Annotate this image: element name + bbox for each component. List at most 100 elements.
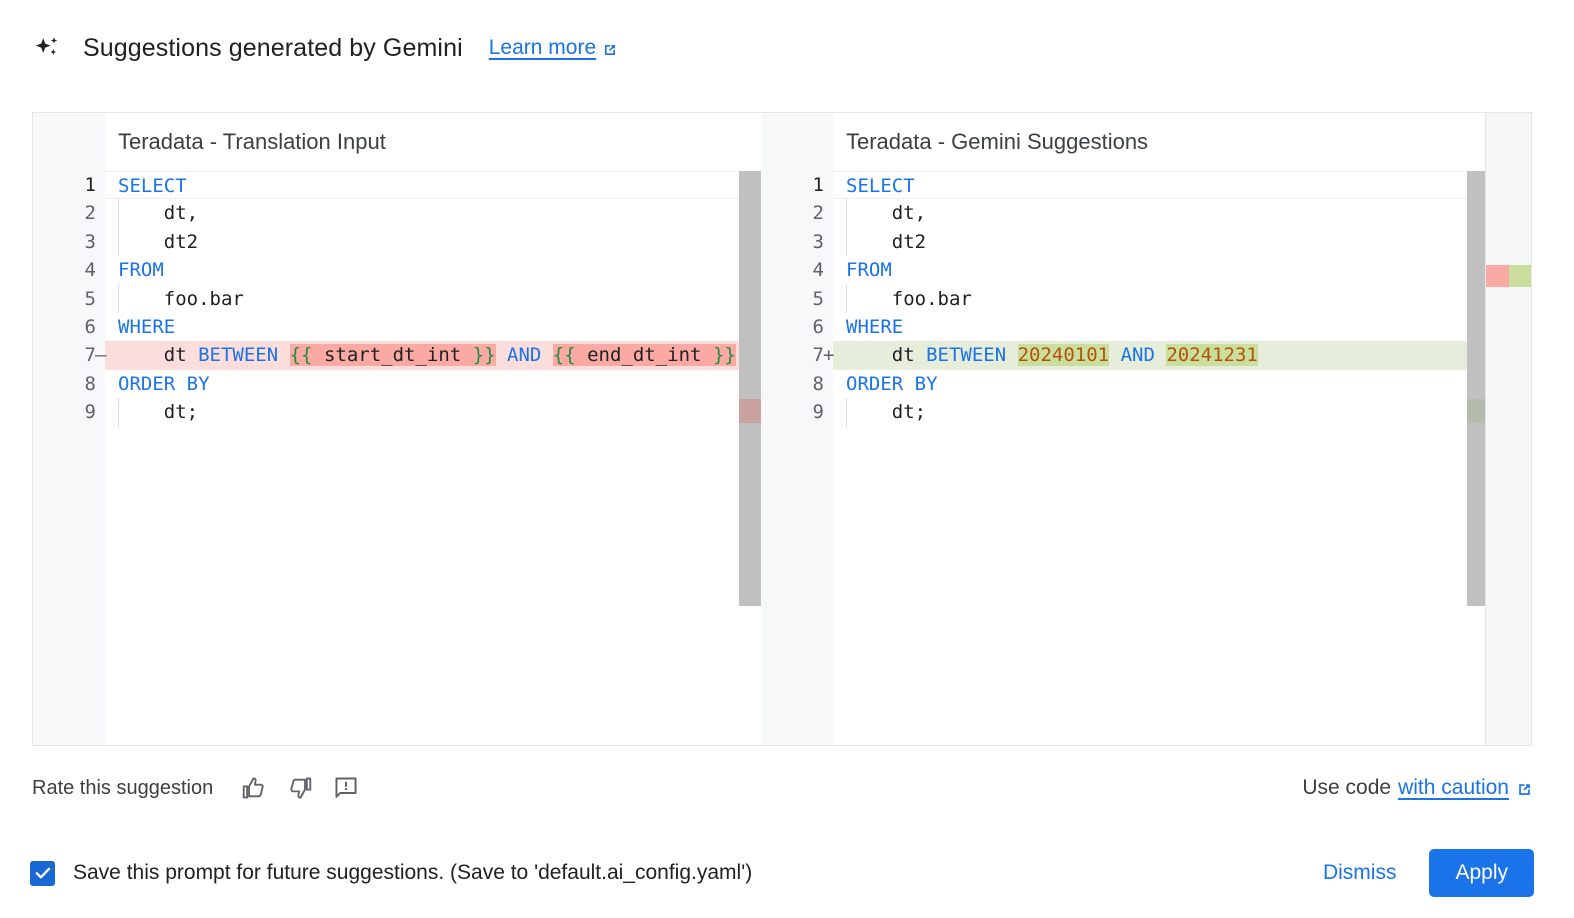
code-token: }} <box>472 344 496 367</box>
code-token: dt <box>118 344 199 367</box>
code-token <box>278 344 289 366</box>
line-number: 4 <box>761 256 833 285</box>
save-prompt-label: Save this prompt for future suggestions.… <box>73 861 753 884</box>
code-token: AND <box>1120 344 1155 367</box>
code-line: 8 ORDER BY <box>761 369 1489 399</box>
line-number: 2 <box>761 199 833 228</box>
code-line-text: dt; <box>833 398 1489 427</box>
external-link-icon <box>602 40 618 56</box>
code-line-text: SELECT <box>105 171 761 200</box>
code-line-text: FROM <box>833 256 1489 284</box>
line-number: 8 <box>761 369 833 399</box>
sparkle-icon <box>32 33 62 63</box>
code-line: 7+ dt BETWEEN 20240101 AND 20241231 <box>761 341 1489 370</box>
code-token: WHERE <box>846 315 904 338</box>
code-token: 20240101 <box>1017 344 1110 367</box>
code-line: 9 dt; <box>761 398 1489 427</box>
thumb-up-icon[interactable] <box>239 773 269 803</box>
code-token: WHERE <box>118 315 176 338</box>
use-code-prefix: Use code <box>1302 776 1392 799</box>
overview-deletion-marker <box>1486 265 1509 287</box>
code-line-text: WHERE <box>833 313 1489 341</box>
code-token: }} <box>712 344 736 367</box>
left-title-gutter <box>33 113 105 171</box>
line-number: 2 <box>33 199 105 228</box>
dismiss-button[interactable]: Dismiss <box>1317 853 1403 893</box>
overview-ruler[interactable] <box>1485 113 1531 745</box>
code-line: 2 dt, <box>33 199 761 229</box>
rate-label: Rate this suggestion <box>32 776 214 799</box>
code-line-text: dt; <box>105 398 761 427</box>
code-line-text: ORDER BY <box>833 370 1489 398</box>
overview-addition-marker <box>1509 265 1531 287</box>
code-line: 4 FROM <box>33 256 761 285</box>
code-line: 9 dt; <box>33 398 761 427</box>
code-token <box>1155 344 1166 366</box>
code-line-text: foo.bar <box>105 284 761 314</box>
thumb-down-icon[interactable] <box>285 773 315 803</box>
line-number: 1 <box>761 171 833 200</box>
right-scrollbar-thumb[interactable] <box>1467 171 1489 606</box>
code-token: dt, <box>846 202 927 225</box>
code-token: FROM <box>118 259 164 282</box>
line-number: 7— <box>33 341 107 370</box>
code-line-text: foo.bar <box>833 284 1489 314</box>
code-token: start_dt_int <box>312 344 473 367</box>
code-token: {{ <box>552 344 576 367</box>
code-token: BETWEEN <box>926 344 1007 367</box>
line-number: 7+ <box>761 341 835 370</box>
save-prompt-checkbox[interactable] <box>30 860 55 886</box>
line-number: 3 <box>761 227 833 257</box>
code-token: end_dt_int <box>575 344 713 367</box>
page-title: Suggestions generated by Gemini <box>83 33 463 62</box>
code-line: 3 dt2 <box>33 227 761 257</box>
line-number: 3 <box>33 227 105 257</box>
code-line: 2 dt, <box>761 199 1489 229</box>
deletion-sign: — <box>95 344 107 367</box>
code-token <box>1006 344 1017 366</box>
rating-row: Rate this suggestion Use code <box>32 768 1532 808</box>
line-number: 5 <box>761 284 833 313</box>
suggestions-header: Suggestions generated by Gemini Learn mo… <box>32 26 618 70</box>
code-token <box>496 344 507 366</box>
scrollbar-addition-marker <box>1467 399 1489 423</box>
code-line: 3 dt2 <box>761 227 1489 257</box>
code-token: ORDER BY <box>846 372 938 395</box>
with-caution-link[interactable]: with caution <box>1398 776 1509 799</box>
line-number: 9 <box>33 398 105 427</box>
right-vertical-scrollbar[interactable] <box>1467 171 1489 745</box>
right-pane-title: Teradata - Gemini Suggestions <box>761 113 1489 171</box>
left-scrollbar-thumb[interactable] <box>739 171 761 606</box>
line-number: 4 <box>33 256 105 285</box>
code-token <box>1109 344 1120 366</box>
code-token: 20241231 <box>1166 344 1258 367</box>
footer-actions: Dismiss Apply <box>1317 849 1534 897</box>
code-line-text: ORDER BY <box>105 370 761 398</box>
addition-sign: + <box>823 344 835 367</box>
left-pane-title: Teradata - Translation Input <box>33 113 761 171</box>
code-token: dt2 <box>118 230 199 253</box>
code-token: BETWEEN <box>198 344 279 367</box>
apply-button[interactable]: Apply <box>1429 849 1534 897</box>
code-line-text: dt2 <box>105 227 761 257</box>
code-token: SELECT <box>118 175 187 197</box>
left-vertical-scrollbar[interactable] <box>739 171 761 745</box>
code-line: 5 foo.bar <box>761 284 1489 314</box>
code-line-text: dt, <box>833 199 1489 229</box>
use-code-notice: Use code with caution <box>1302 776 1532 800</box>
code-token: dt; <box>118 401 199 424</box>
report-icon[interactable] <box>331 773 361 803</box>
learn-more-link[interactable]: Learn more <box>489 36 618 60</box>
code-line-text: FROM <box>105 256 761 284</box>
code-token: {{ <box>289 344 313 367</box>
